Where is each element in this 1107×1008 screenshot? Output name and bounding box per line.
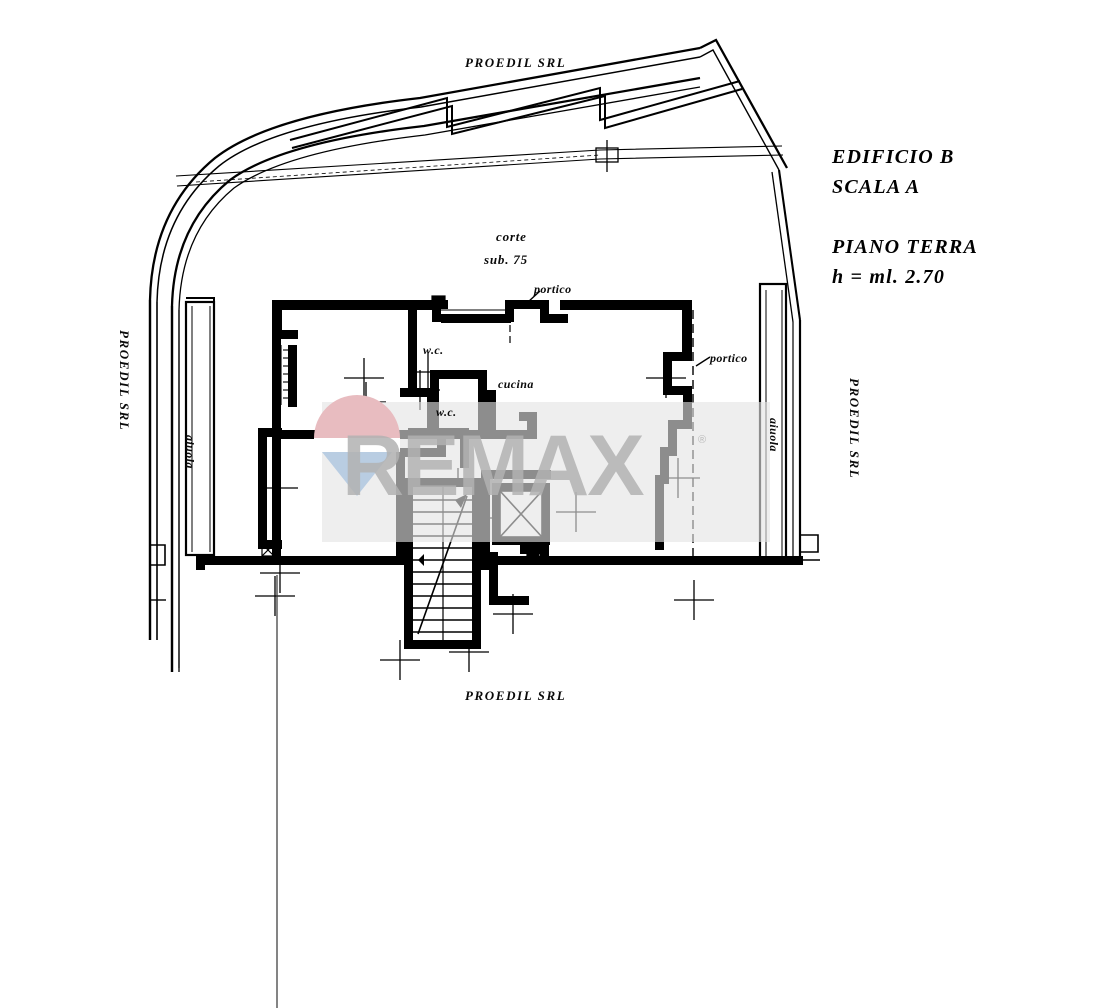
boundary-outer-curve-inner bbox=[156, 56, 701, 640]
aiuola-label-right: aiuola bbox=[767, 418, 781, 452]
aiuola-label-left: aiuola bbox=[183, 435, 197, 469]
aiuola-left-strip bbox=[184, 297, 216, 557]
legend-height: h = ml. 2.70 bbox=[832, 266, 946, 288]
wall-left-room bbox=[272, 330, 281, 430]
site-boundary-outer bbox=[148, 46, 701, 672]
wall-top-right bbox=[560, 300, 690, 310]
boundary-label-top: PROEDIL SRL bbox=[465, 55, 567, 70]
wall-right-upper bbox=[682, 300, 692, 352]
room-label-cucina: cucina bbox=[498, 377, 534, 391]
boundary-sawtooth-wall bbox=[289, 80, 743, 149]
legend-spacer bbox=[832, 202, 1062, 232]
opening-markers bbox=[261, 295, 540, 557]
boundary-left-vertical bbox=[148, 300, 180, 672]
wall-lift-top bbox=[492, 483, 550, 491]
staircase-treads bbox=[413, 487, 472, 640]
wall-top-left bbox=[272, 300, 432, 310]
boundary-label-left: PROEDIL SRL bbox=[117, 330, 132, 432]
wall-wc-left bbox=[430, 370, 439, 438]
legend-block: EDIFICIO B SCALA A PIANO TERRA h = ml. 2… bbox=[832, 142, 1062, 292]
wall-mid-vertical bbox=[408, 310, 417, 392]
courtyard-subaltern: sub. 75 bbox=[484, 252, 528, 267]
legend-floor: PIANO TERRA bbox=[832, 236, 979, 258]
boundary-label-bottom: PROEDIL SRL bbox=[465, 688, 567, 703]
boundary-thin-wall-top bbox=[175, 145, 784, 187]
boundary-label-right: PROEDIL SRL bbox=[847, 378, 862, 480]
boundary-right-vertical bbox=[792, 320, 820, 561]
boundary-inner-curve-inner bbox=[178, 86, 701, 672]
legend-staircase: SCALA A bbox=[832, 176, 921, 198]
boundary-outer-curve bbox=[148, 46, 701, 640]
wall-stair-left bbox=[404, 478, 413, 648]
leader-lines bbox=[527, 290, 711, 367]
room-label-wc-upper: w.c. bbox=[423, 343, 444, 357]
courtyard-label: corte bbox=[496, 229, 527, 244]
gate-marker-top bbox=[595, 140, 619, 172]
wall-left-window bbox=[288, 345, 297, 407]
elevator-shaft-icon bbox=[499, 490, 543, 538]
portico-label-right: portico bbox=[710, 351, 748, 365]
wall-left-upper bbox=[272, 300, 282, 330]
boundary-inner-curve bbox=[170, 76, 701, 672]
portico-label-top: portico bbox=[534, 282, 572, 296]
legend-building: EDIFICIO B bbox=[832, 146, 955, 168]
boundary-top-right bbox=[699, 38, 802, 323]
wall-thin-details bbox=[280, 309, 508, 405]
room-label-wc-lower: w.c. bbox=[436, 405, 457, 419]
